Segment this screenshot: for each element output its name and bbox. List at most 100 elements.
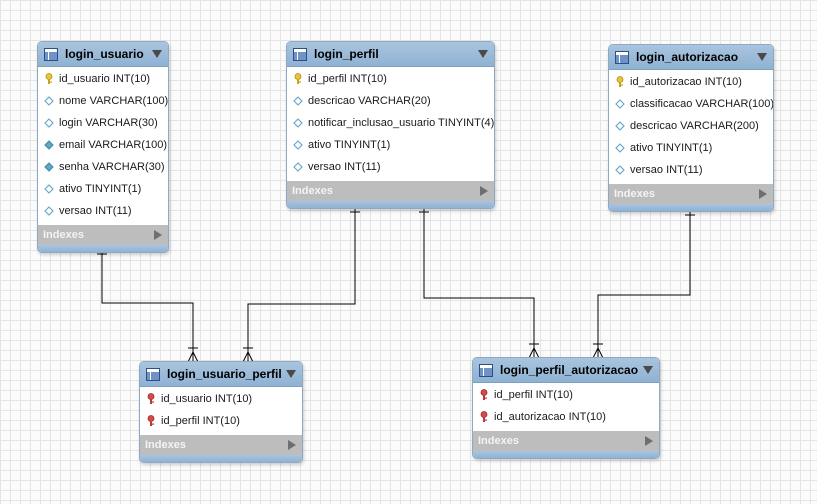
column-diamond-icon <box>292 140 303 151</box>
table-footer <box>287 201 494 208</box>
table-name: login_autorizacao <box>636 50 739 64</box>
column-list: id_perfil INT(10) descricao VARCHAR(20) no… <box>287 67 494 181</box>
column-list: id_usuario INT(10)id_perfil INT(10) <box>140 387 302 435</box>
column-label: id_usuario INT(10) <box>59 73 151 85</box>
chevron-down-icon[interactable] <box>152 50 162 58</box>
column-row[interactable]: senha VARCHAR(30) <box>38 156 168 178</box>
column-row[interactable]: id_perfil INT(10) <box>473 384 659 406</box>
indexes-section[interactable]: Indexes <box>140 435 302 455</box>
column-row[interactable]: id_usuario INT(10) <box>38 68 168 90</box>
column-diamond-icon <box>292 162 303 173</box>
column-label: ativo TINYINT(1) <box>630 142 713 154</box>
relationship-usuario-to-usuario-perfil[interactable] <box>101 245 194 362</box>
column-row[interactable]: id_usuario INT(10) <box>140 388 302 410</box>
primary-key-icon <box>43 73 54 85</box>
column-label: ativo TINYINT(1) <box>59 183 142 195</box>
column-diamond-icon <box>292 118 303 129</box>
column-label: login VARCHAR(30) <box>59 117 158 129</box>
column-label: id_perfil INT(10) <box>308 73 387 85</box>
indexes-label: Indexes <box>292 185 333 197</box>
column-row[interactable]: versao INT(11) <box>287 156 494 178</box>
table-header[interactable]: login_perfil_autorizacao <box>473 358 659 383</box>
chevron-down-icon[interactable] <box>286 370 296 378</box>
column-row[interactable]: id_autorizacao INT(10) <box>609 71 773 93</box>
column-row[interactable]: email VARCHAR(100) <box>38 134 168 156</box>
column-row[interactable]: ativo TINYINT(1) <box>38 178 168 200</box>
table-name: login_perfil <box>314 47 379 61</box>
column-diamond-filled-icon <box>43 140 54 151</box>
column-diamond-icon <box>43 206 54 217</box>
table-name: login_perfil_autorizacao <box>500 363 639 377</box>
column-list: id_usuario INT(10) nome VARCHAR(100) login… <box>38 67 168 225</box>
column-diamond-icon <box>43 118 54 129</box>
column-diamond-icon <box>614 143 625 154</box>
column-label: versao INT(11) <box>630 164 703 176</box>
column-row[interactable]: login VARCHAR(30) <box>38 112 168 134</box>
table-name: login_usuario_perfil <box>167 367 282 381</box>
column-diamond-icon <box>614 99 625 110</box>
column-row[interactable]: versao INT(11) <box>609 159 773 181</box>
table-header[interactable]: login_autorizacao <box>609 45 773 70</box>
column-diamond-icon <box>292 96 303 107</box>
indexes-section[interactable]: Indexes <box>38 225 168 245</box>
foreign-key-icon <box>478 389 489 401</box>
table-footer <box>140 455 302 462</box>
indexes-section[interactable]: Indexes <box>609 184 773 204</box>
table-header[interactable]: login_usuario_perfil <box>140 362 302 387</box>
column-label: descricao VARCHAR(20) <box>308 95 431 107</box>
column-list: id_autorizacao INT(10) classificacao VARC… <box>609 70 773 184</box>
table-login-autorizacao[interactable]: login_autorizacao id_autorizacao INT(10)… <box>608 44 774 212</box>
relationship-perfil-to-perfil-autorizacao[interactable] <box>423 204 535 358</box>
column-row[interactable]: id_perfil INT(10) <box>287 68 494 90</box>
column-diamond-icon <box>43 96 54 107</box>
expand-arrow-icon[interactable] <box>288 440 296 450</box>
relationship-autorizacao-to-perfil-autorizacao[interactable] <box>597 207 691 358</box>
table-header[interactable]: login_usuario <box>38 42 168 67</box>
column-diamond-icon <box>43 184 54 195</box>
column-label: id_autorizacao INT(10) <box>494 411 606 423</box>
chevron-down-icon[interactable] <box>757 53 767 61</box>
column-label: versao INT(11) <box>59 205 132 217</box>
primary-key-icon <box>292 73 303 85</box>
table-icon <box>44 47 58 61</box>
table-name: login_usuario <box>65 47 144 61</box>
foreign-key-icon <box>145 415 156 427</box>
table-login-perfil[interactable]: login_perfil id_perfil INT(10) descricao … <box>286 41 495 209</box>
column-label: senha VARCHAR(30) <box>59 161 165 173</box>
primary-key-icon <box>614 76 625 88</box>
foreign-key-icon <box>145 393 156 405</box>
column-label: notificar_inclusao_usuario TINYINT(4) <box>308 117 495 129</box>
expand-arrow-icon[interactable] <box>480 186 488 196</box>
column-diamond-icon <box>614 121 625 132</box>
column-row[interactable]: id_autorizacao INT(10) <box>473 406 659 428</box>
column-row[interactable]: classificacao VARCHAR(100) <box>609 93 773 115</box>
column-label: classificacao VARCHAR(100) <box>630 98 774 110</box>
column-list: id_perfil INT(10) id_autorizacao INT(10) <box>473 383 659 431</box>
table-login-perfil-autorizacao[interactable]: login_perfil_autorizacao id_perfil INT(1… <box>472 357 660 459</box>
column-row[interactable]: versao INT(11) <box>38 200 168 222</box>
column-label: id_autorizacao INT(10) <box>630 76 742 88</box>
chevron-down-icon[interactable] <box>643 366 653 374</box>
column-row[interactable]: descricao VARCHAR(20) <box>287 90 494 112</box>
table-icon <box>479 363 493 377</box>
column-label: email VARCHAR(100) <box>59 139 167 151</box>
indexes-section[interactable]: Indexes <box>287 181 494 201</box>
expand-arrow-icon[interactable] <box>759 189 767 199</box>
table-login-usuario-perfil[interactable]: login_usuario_perfil id_usuario INT(10)i… <box>139 361 303 463</box>
table-icon <box>146 367 160 381</box>
expand-arrow-icon[interactable] <box>154 230 162 240</box>
relationship-perfil-to-usuario-perfil[interactable] <box>247 204 356 362</box>
table-header[interactable]: login_perfil <box>287 42 494 67</box>
column-row[interactable]: notificar_inclusao_usuario TINYINT(4) <box>287 112 494 134</box>
column-label: id_perfil INT(10) <box>494 389 573 401</box>
column-row[interactable]: ativo TINYINT(1) <box>287 134 494 156</box>
expand-arrow-icon[interactable] <box>645 436 653 446</box>
column-row[interactable]: nome VARCHAR(100) <box>38 90 168 112</box>
table-login-usuario[interactable]: login_usuario id_usuario INT(10) nome VAR… <box>37 41 169 253</box>
indexes-label: Indexes <box>614 188 655 200</box>
indexes-section[interactable]: Indexes <box>473 431 659 451</box>
column-row[interactable]: id_perfil INT(10) <box>140 410 302 432</box>
column-row[interactable]: descricao VARCHAR(200) <box>609 115 773 137</box>
chevron-down-icon[interactable] <box>478 50 488 58</box>
column-row[interactable]: ativo TINYINT(1) <box>609 137 773 159</box>
